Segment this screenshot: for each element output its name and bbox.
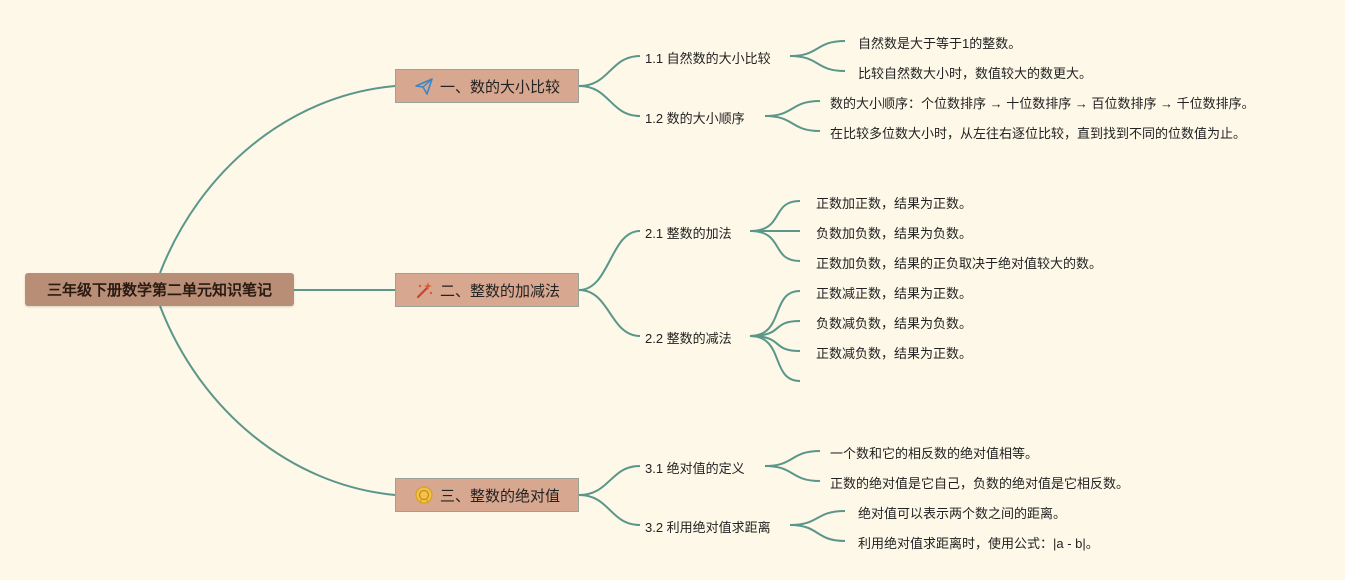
sub-node-1-2[interactable]: 1.2 数的大小顺序 [645, 111, 745, 126]
root-node[interactable]: 三年级下册数学第二单元知识笔记 [25, 273, 294, 306]
leaf-3-1-1: 一个数和它的相反数的绝对值相等。 [830, 446, 1039, 461]
leaf-1-1-2: 比较自然数大小时，数值较大的数更大。 [858, 66, 1093, 81]
leaf-3-2-2: 利用绝对值求距离时，使用公式：|a - b|。 [858, 536, 1099, 551]
leaf-2-1-2: 负数加负数，结果为负数。 [816, 226, 973, 241]
leaf-1-2-1: 数的大小顺序：个位数排序 → 十位数排序 → 百位数排序 → 千位数排序。 [830, 96, 1255, 111]
leaf-2-1-3: 正数加负数，结果的正负取决于绝对值较大的数。 [816, 256, 1103, 271]
magic-wand-icon [414, 280, 434, 300]
branch-node-2[interactable]: 二、整数的加减法 [395, 273, 579, 307]
sub-node-3-2[interactable]: 3.2 利用绝对值求距离 [645, 520, 771, 535]
leaf-1-2-2: 在比较多位数大小时，从左往右逐位比较，直到找到不同的位数值为止。 [830, 126, 1247, 141]
branch-label-2: 二、整数的加减法 [439, 282, 560, 300]
leaf-3-1-2: 正数的绝对值是它自己，负数的绝对值是它相反数。 [830, 476, 1130, 491]
sub-node-1-1[interactable]: 1.1 自然数的大小比较 [645, 51, 771, 66]
leaf-3-2-1: 绝对值可以表示两个数之间的距离。 [858, 506, 1067, 521]
leaf-1-1-1: 自然数是大于等于1的整数。 [858, 36, 1022, 51]
leaf-2-2-1: 正数减正数，结果为正数。 [816, 286, 973, 301]
sub-node-2-1[interactable]: 2.1 整数的加法 [645, 226, 732, 241]
medal-icon [414, 485, 434, 505]
leaf-2-2-3: 正数减负数，结果为正数。 [816, 346, 973, 361]
paper-plane-icon [414, 76, 434, 96]
leaf-2-1-1: 正数加正数，结果为正数。 [816, 196, 973, 211]
branch-node-3[interactable]: 三、整数的绝对值 [395, 478, 579, 512]
leaf-2-2-2: 负数减负数，结果为负数。 [816, 316, 973, 331]
branch-node-1[interactable]: 一、数的大小比较 [395, 69, 579, 103]
sub-node-3-1[interactable]: 3.1 绝对值的定义 [645, 461, 745, 476]
sub-node-2-2[interactable]: 2.2 整数的减法 [645, 331, 732, 346]
branch-label-1: 一、数的大小比较 [439, 78, 560, 96]
branch-label-3: 三、整数的绝对值 [439, 487, 560, 505]
root-label: 三年级下册数学第二单元知识笔记 [46, 282, 272, 299]
